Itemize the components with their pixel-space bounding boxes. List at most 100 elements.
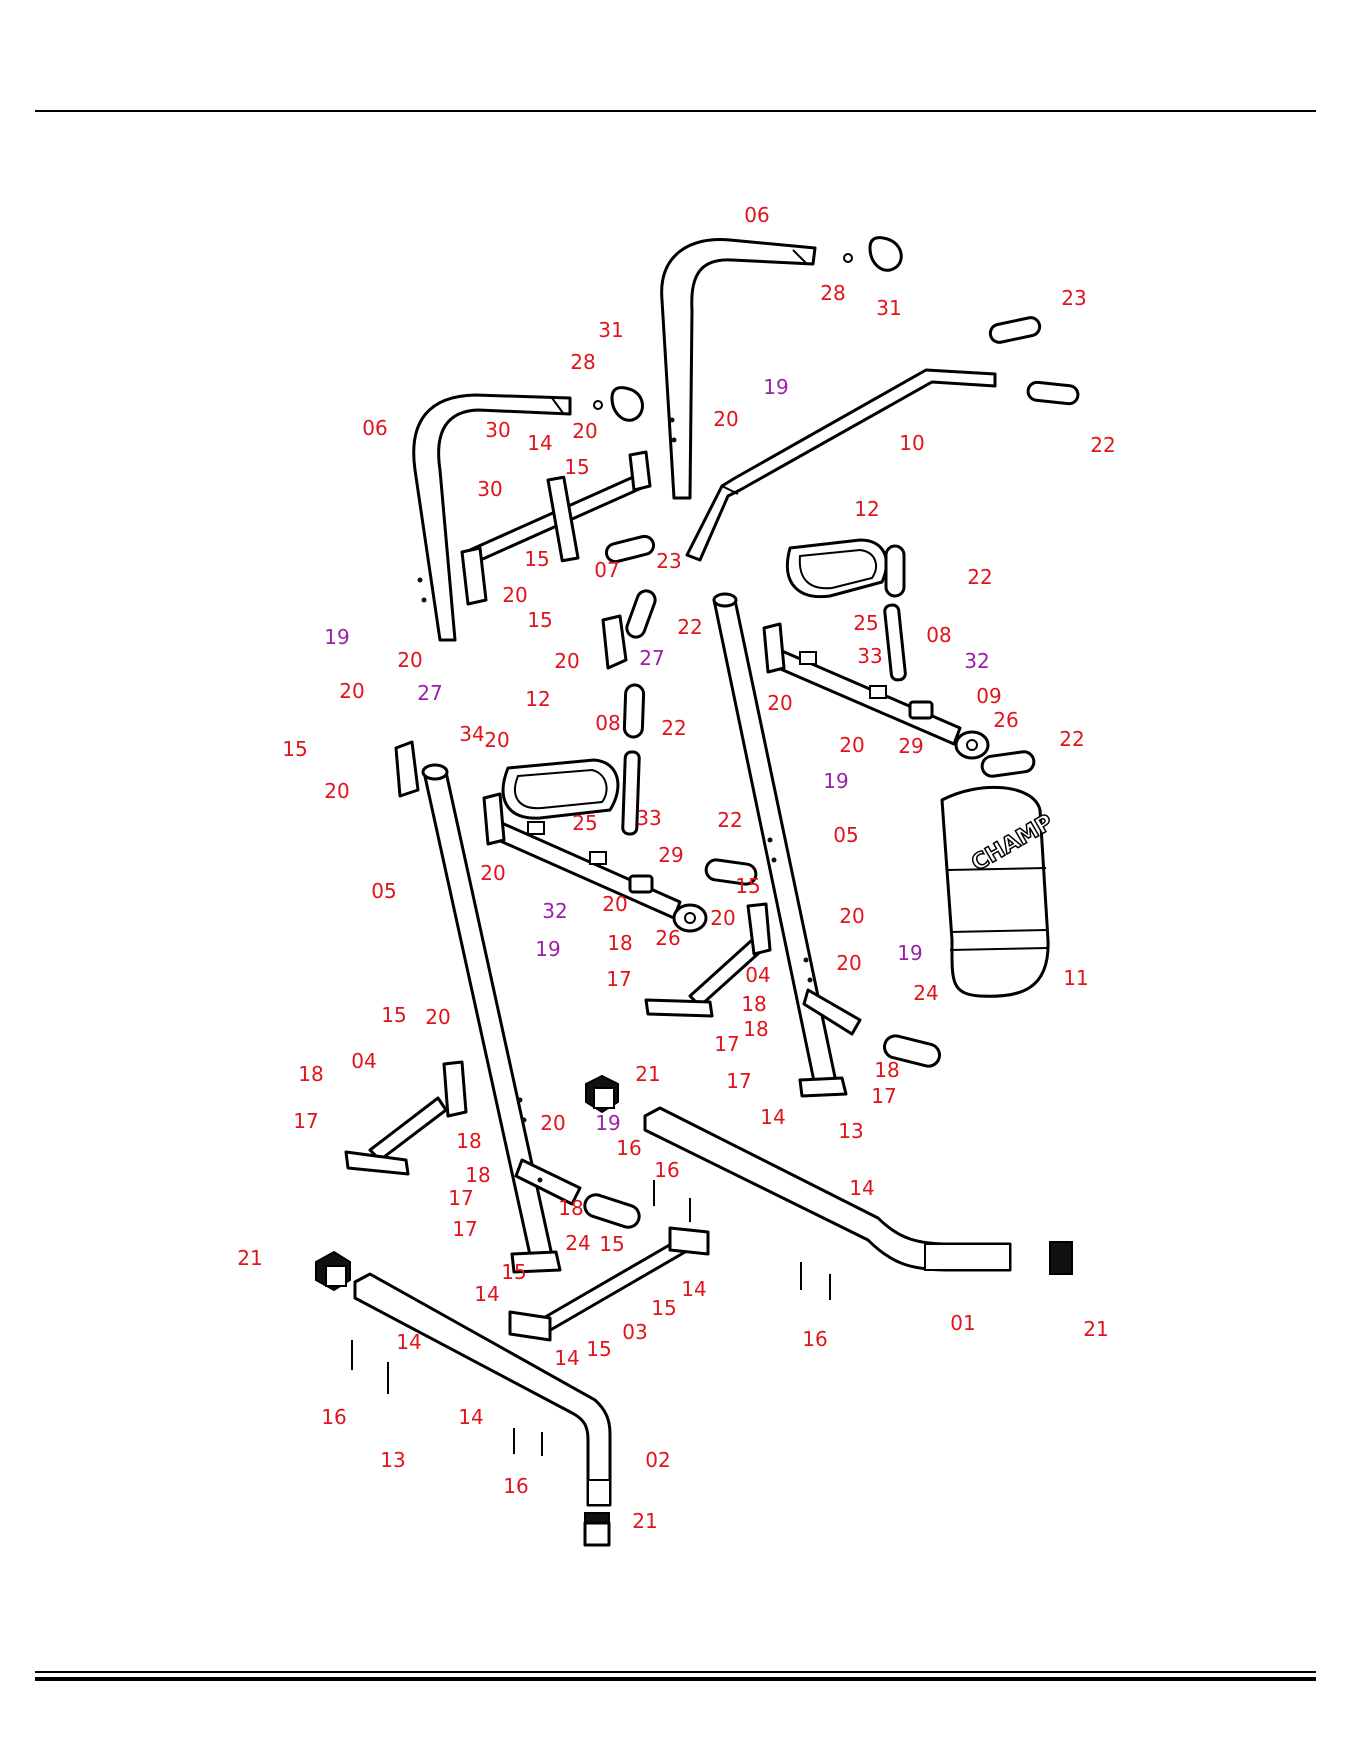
callout-01: 01 xyxy=(950,1311,975,1335)
callout-18: 18 xyxy=(743,1017,768,1041)
callout-20: 20 xyxy=(554,649,579,673)
callout-23: 23 xyxy=(656,549,681,573)
callout-22: 22 xyxy=(1090,433,1115,457)
pad-22-lower xyxy=(622,683,646,739)
end-cap-31-right xyxy=(843,236,903,272)
pad-22-center xyxy=(704,858,758,886)
pad-24-left xyxy=(583,1193,641,1229)
callout-20: 20 xyxy=(836,951,861,975)
callout-07: 07 xyxy=(594,558,619,582)
callout-19: 19 xyxy=(897,941,922,965)
callout-03: 03 xyxy=(622,1320,647,1344)
callout-27: 27 xyxy=(639,646,664,670)
callout-06: 06 xyxy=(362,416,387,440)
upright-05-right xyxy=(712,592,862,1098)
callout-14: 14 xyxy=(760,1105,785,1129)
callout-28: 28 xyxy=(820,281,845,305)
callout-18: 18 xyxy=(607,931,632,955)
callout-20: 20 xyxy=(713,407,738,431)
pad-23-top xyxy=(988,316,1042,344)
seat-pad-12-lower xyxy=(501,758,620,820)
pad-22-upper-right xyxy=(884,544,906,598)
callout-20: 20 xyxy=(324,779,349,803)
callout-15: 15 xyxy=(527,608,552,632)
pad-23-mid xyxy=(604,534,656,564)
callout-15: 15 xyxy=(501,1260,526,1284)
callout-20: 20 xyxy=(710,906,735,930)
pad-24-right xyxy=(883,1034,941,1068)
callout-17: 17 xyxy=(293,1109,318,1133)
callout-30: 30 xyxy=(485,418,510,442)
callout-21: 21 xyxy=(632,1509,657,1533)
callout-33: 33 xyxy=(857,644,882,668)
cap-21-bottom xyxy=(583,1512,611,1547)
callout-17: 17 xyxy=(726,1069,751,1093)
callout-05: 05 xyxy=(833,823,858,847)
callout-18: 18 xyxy=(456,1129,481,1153)
callout-13: 13 xyxy=(838,1119,863,1143)
callout-27: 27 xyxy=(417,681,442,705)
callout-20: 20 xyxy=(339,679,364,703)
callout-11: 11 xyxy=(1063,966,1088,990)
callout-15: 15 xyxy=(524,547,549,571)
callout-15: 15 xyxy=(586,1337,611,1361)
post-08-lower xyxy=(621,750,641,836)
callout-15: 15 xyxy=(282,737,307,761)
callout-22: 22 xyxy=(677,615,702,639)
callout-20: 20 xyxy=(839,904,864,928)
callout-15: 15 xyxy=(651,1296,676,1320)
callout-14: 14 xyxy=(474,1282,499,1306)
callout-13: 13 xyxy=(380,1448,405,1472)
callout-19: 19 xyxy=(324,625,349,649)
callout-19: 19 xyxy=(535,937,560,961)
roller-26-lower xyxy=(672,903,708,933)
callout-29: 29 xyxy=(898,734,923,758)
callout-10: 10 xyxy=(899,431,924,455)
callout-20: 20 xyxy=(839,733,864,757)
bracket-27-left xyxy=(394,740,420,798)
upright-05-left xyxy=(421,763,582,1274)
end-cap-31-left xyxy=(593,386,644,422)
callout-24: 24 xyxy=(913,981,938,1005)
callout-20: 20 xyxy=(767,691,792,715)
backrest-11: CHAMP xyxy=(940,785,1058,998)
callout-19: 19 xyxy=(763,375,788,399)
callout-31: 31 xyxy=(598,318,623,342)
callout-21: 21 xyxy=(635,1062,660,1086)
base-rail-01 xyxy=(643,1106,1012,1272)
callout-16: 16 xyxy=(503,1474,528,1498)
callout-15: 15 xyxy=(599,1232,624,1256)
callout-31: 31 xyxy=(876,296,901,320)
callout-20: 20 xyxy=(572,419,597,443)
callout-20: 20 xyxy=(540,1111,565,1135)
callout-20: 20 xyxy=(480,861,505,885)
callout-20: 20 xyxy=(484,728,509,752)
callout-14: 14 xyxy=(458,1405,483,1429)
callout-15: 15 xyxy=(381,1003,406,1027)
callout-05: 05 xyxy=(371,879,396,903)
callout-02: 02 xyxy=(645,1448,670,1472)
base-rail-02 xyxy=(353,1272,612,1507)
callout-21: 21 xyxy=(237,1246,262,1270)
callout-20: 20 xyxy=(425,1005,450,1029)
callout-32: 32 xyxy=(542,899,567,923)
cap-21-upper xyxy=(585,1074,619,1114)
bracket-27-upper xyxy=(601,614,628,670)
callout-14: 14 xyxy=(554,1346,579,1370)
callout-14: 14 xyxy=(849,1176,874,1200)
callout-08: 08 xyxy=(595,711,620,735)
handle-06-right xyxy=(660,237,817,500)
callout-04: 04 xyxy=(351,1049,376,1073)
callout-17: 17 xyxy=(606,967,631,991)
callout-25: 25 xyxy=(853,611,878,635)
pad-22-top xyxy=(1026,380,1080,406)
callout-32: 32 xyxy=(964,649,989,673)
callout-12: 12 xyxy=(525,687,550,711)
foot-brace-04-left xyxy=(344,1060,468,1176)
callout-17: 17 xyxy=(714,1032,739,1056)
callout-17: 17 xyxy=(871,1084,896,1108)
callout-12: 12 xyxy=(854,497,879,521)
